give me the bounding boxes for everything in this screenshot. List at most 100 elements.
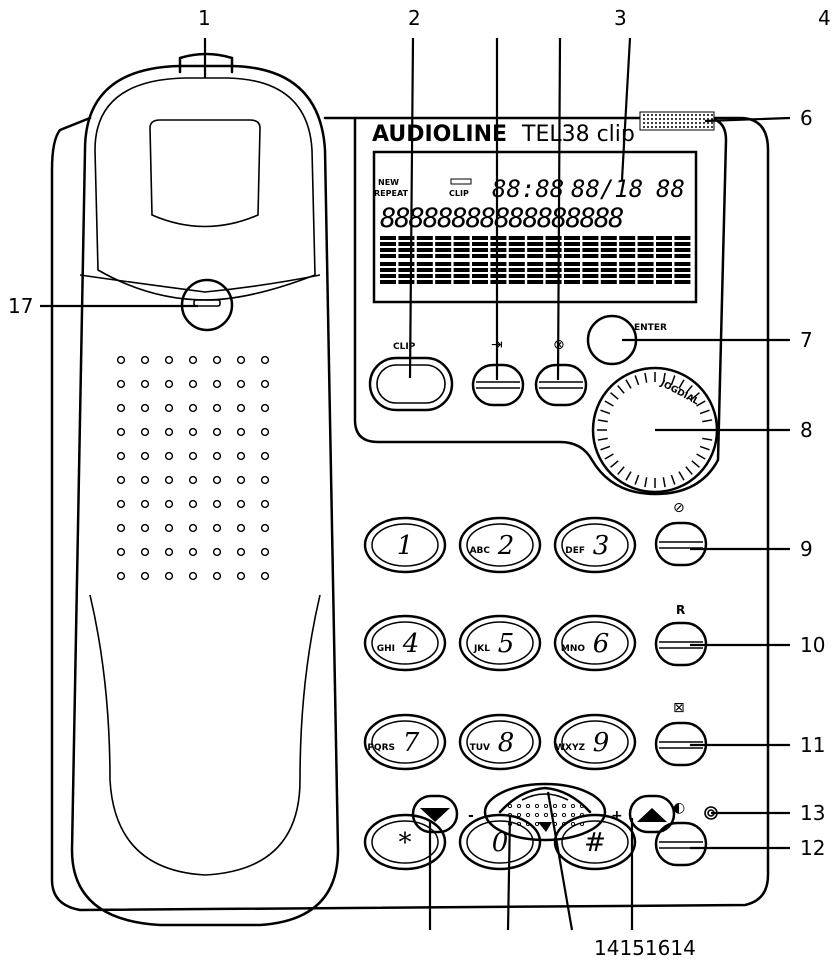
speaker-dot (659, 114, 661, 116)
speaker-dot (655, 122, 657, 124)
brand-logo: AUDIOLINE (372, 122, 507, 147)
grille-hole (188, 547, 198, 557)
speaker-dot (679, 126, 681, 128)
grille-hole (116, 379, 126, 389)
speaker-dot (683, 126, 685, 128)
key-digit: 7 (403, 728, 420, 758)
dial-tick (625, 471, 632, 481)
volume-up-icon (637, 808, 667, 822)
speaker-dot (667, 114, 669, 116)
speaker-dot (711, 114, 713, 116)
grille-hole (212, 427, 222, 437)
lcd-date: 88/18 (571, 175, 643, 203)
grille-hole (236, 355, 246, 365)
callout-12: 12 (800, 836, 825, 860)
matrix-cell (435, 236, 452, 258)
dial-tick (634, 474, 640, 485)
speaker-dot (687, 126, 689, 128)
matrix-cell (527, 262, 544, 284)
grille-hole (212, 403, 222, 413)
volume-hole (570, 821, 576, 827)
mute-button[interactable]: ⊠ (654, 700, 708, 767)
speakerphone-button[interactable]: ◐ (654, 800, 708, 867)
grille-hole (116, 427, 126, 437)
speaker-dot (651, 114, 653, 116)
dial-tick (678, 379, 685, 389)
grille-hole (260, 379, 270, 389)
matrix-cell (582, 236, 599, 258)
speaker-dot (707, 122, 709, 124)
grille-hole (140, 475, 150, 485)
matrix-cell (619, 236, 636, 258)
key-letters: PQRS (367, 743, 395, 753)
key-digit: # (584, 828, 606, 858)
grille-hole (164, 403, 174, 413)
speaker-dot (691, 122, 693, 124)
speaker-dot (651, 126, 653, 128)
grille-hole (212, 451, 222, 461)
key-0[interactable]: 0 (458, 813, 542, 871)
grille-hole (116, 451, 126, 461)
key-1[interactable]: 1 (363, 516, 447, 574)
grille-hole (212, 355, 222, 365)
callout-13: 13 (800, 801, 825, 825)
matrix-cell (508, 262, 525, 284)
grille-hole (188, 475, 198, 485)
speaker-dot (651, 122, 653, 124)
matrix-cell (453, 236, 470, 258)
speaker-dot (667, 122, 669, 124)
matrix-cell (545, 262, 562, 284)
dial-tick (691, 460, 700, 468)
grille-hole (236, 523, 246, 533)
key-star[interactable]: * (363, 813, 447, 871)
dial-tick (617, 466, 625, 475)
svg-text:ENTER: ENTER (634, 323, 667, 333)
grille-hole (188, 499, 198, 509)
lcd-icon-repeat: REPEAT (374, 189, 409, 198)
dial-tick (617, 385, 625, 394)
volume-control: - + (411, 782, 676, 842)
speaker-dot (659, 126, 661, 128)
speaker-dot (643, 122, 645, 124)
grille-hole (236, 475, 246, 485)
speaker-dot (703, 122, 705, 124)
grille-hole (140, 403, 150, 413)
grille-hole (116, 355, 126, 365)
speaker-dot (675, 114, 677, 116)
dial-tick (644, 372, 648, 383)
speaker-dot (651, 118, 653, 120)
matrix-cell (416, 236, 433, 258)
callout-1: 1 (198, 6, 211, 30)
grille-hole (260, 523, 270, 533)
callout-7: 7 (800, 328, 813, 352)
delete-button[interactable]: ⊗ (534, 337, 588, 407)
speaker-dot (675, 126, 677, 128)
matrix-cell (490, 236, 507, 258)
grille-hole (260, 355, 270, 365)
dial-tick (625, 379, 632, 389)
key-digit: 1 (397, 531, 414, 561)
key-hash[interactable]: # (553, 813, 637, 871)
lcd-display: NEW REPEAT CLIP 88:88 88/18 88 888888888… (372, 150, 698, 304)
volume-hole (534, 812, 540, 818)
volume-hole (516, 821, 522, 827)
speaker-dot (671, 118, 673, 120)
speaker-dot (687, 118, 689, 120)
speaker-dot (671, 126, 673, 128)
timer-button[interactable]: ⊘ (654, 500, 708, 567)
recall-button[interactable]: R (654, 603, 708, 667)
volume-up-button[interactable] (628, 794, 676, 834)
grille-hole (188, 523, 198, 533)
matrix-cell (380, 236, 396, 258)
volume-hole (570, 812, 576, 818)
matrix-cell (656, 236, 672, 258)
volume-down-button[interactable] (411, 794, 459, 834)
